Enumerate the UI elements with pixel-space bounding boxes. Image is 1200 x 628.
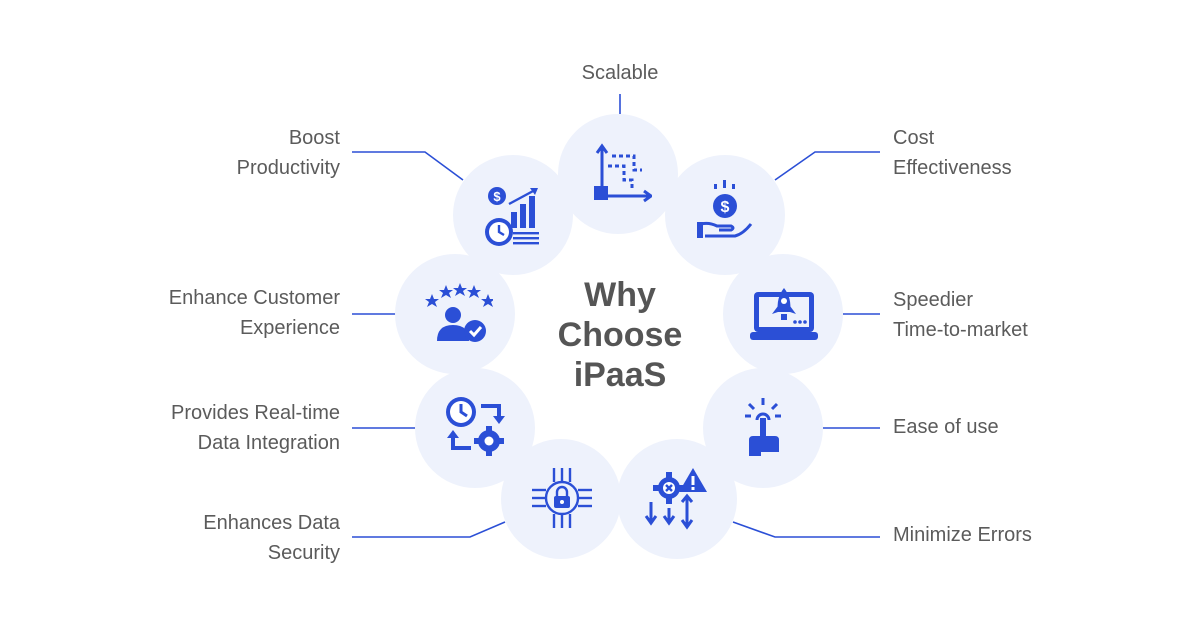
clock-gear-sync-icon [446, 397, 505, 456]
connector-cost [774, 151, 880, 181]
dollar-hand-icon: $ [697, 180, 753, 238]
gear-warning-icon [644, 468, 707, 530]
label-customer-line1: Enhance Customer [168, 287, 340, 309]
tap-hand-icon [745, 398, 781, 456]
growth-chart-icon: $ [485, 187, 539, 246]
petal-errors [617, 439, 737, 559]
label-realtime-line2: Data Integration [197, 432, 340, 454]
label-productivity: Boost Productivity [60, 123, 340, 183]
svg-text:$: $ [493, 189, 501, 204]
center-title-line2: Choose [557, 316, 683, 354]
label-cost-line1: Cost [893, 127, 935, 149]
label-scalable: Scalable [520, 58, 720, 88]
center-title-line1: Why [584, 276, 656, 314]
label-customer: Enhance Customer Experience [60, 283, 340, 343]
label-speed-line2: Time-to-market [893, 319, 1028, 341]
stars-user-icon [425, 283, 493, 342]
petal-realtime [415, 368, 535, 488]
label-security-line1: Enhances Data [203, 512, 340, 534]
svg-text:$: $ [721, 199, 730, 216]
label-errors-line1: Minimize Errors [893, 524, 1032, 546]
label-speed-line1: Speedier [893, 289, 974, 311]
label-realtime: Provides Real-time Data Integration [60, 398, 340, 458]
label-ease-line1: Ease of use [893, 416, 999, 438]
label-customer-line2: Experience [239, 317, 340, 339]
center-title: Why Choose iPaaS [500, 275, 740, 395]
label-speed: Speedier Time-to-market [893, 285, 1153, 345]
lock-circuit-icon [532, 468, 592, 528]
center-title-line3: iPaaS [573, 356, 667, 394]
label-scalable-line1: Scalable [581, 62, 659, 84]
connector-security [352, 521, 506, 538]
label-productivity-line2: Productivity [236, 157, 340, 179]
label-errors: Minimize Errors [893, 520, 1153, 550]
label-productivity-line1: Boost [288, 127, 340, 149]
label-ease: Ease of use [893, 412, 1153, 442]
rocket-laptop-icon [750, 288, 818, 340]
connector-productivity [352, 151, 464, 181]
petal-scalable [558, 114, 678, 234]
scalable-grid-icon [594, 143, 652, 203]
label-security: Enhances Data Security [60, 508, 340, 568]
label-security-line2: Security [267, 542, 340, 564]
label-realtime-line1: Provides Real-time [171, 402, 340, 424]
label-cost: Cost Effectiveness [893, 123, 1153, 183]
connector-errors [732, 521, 880, 538]
label-cost-line2: Effectiveness [893, 157, 1012, 179]
